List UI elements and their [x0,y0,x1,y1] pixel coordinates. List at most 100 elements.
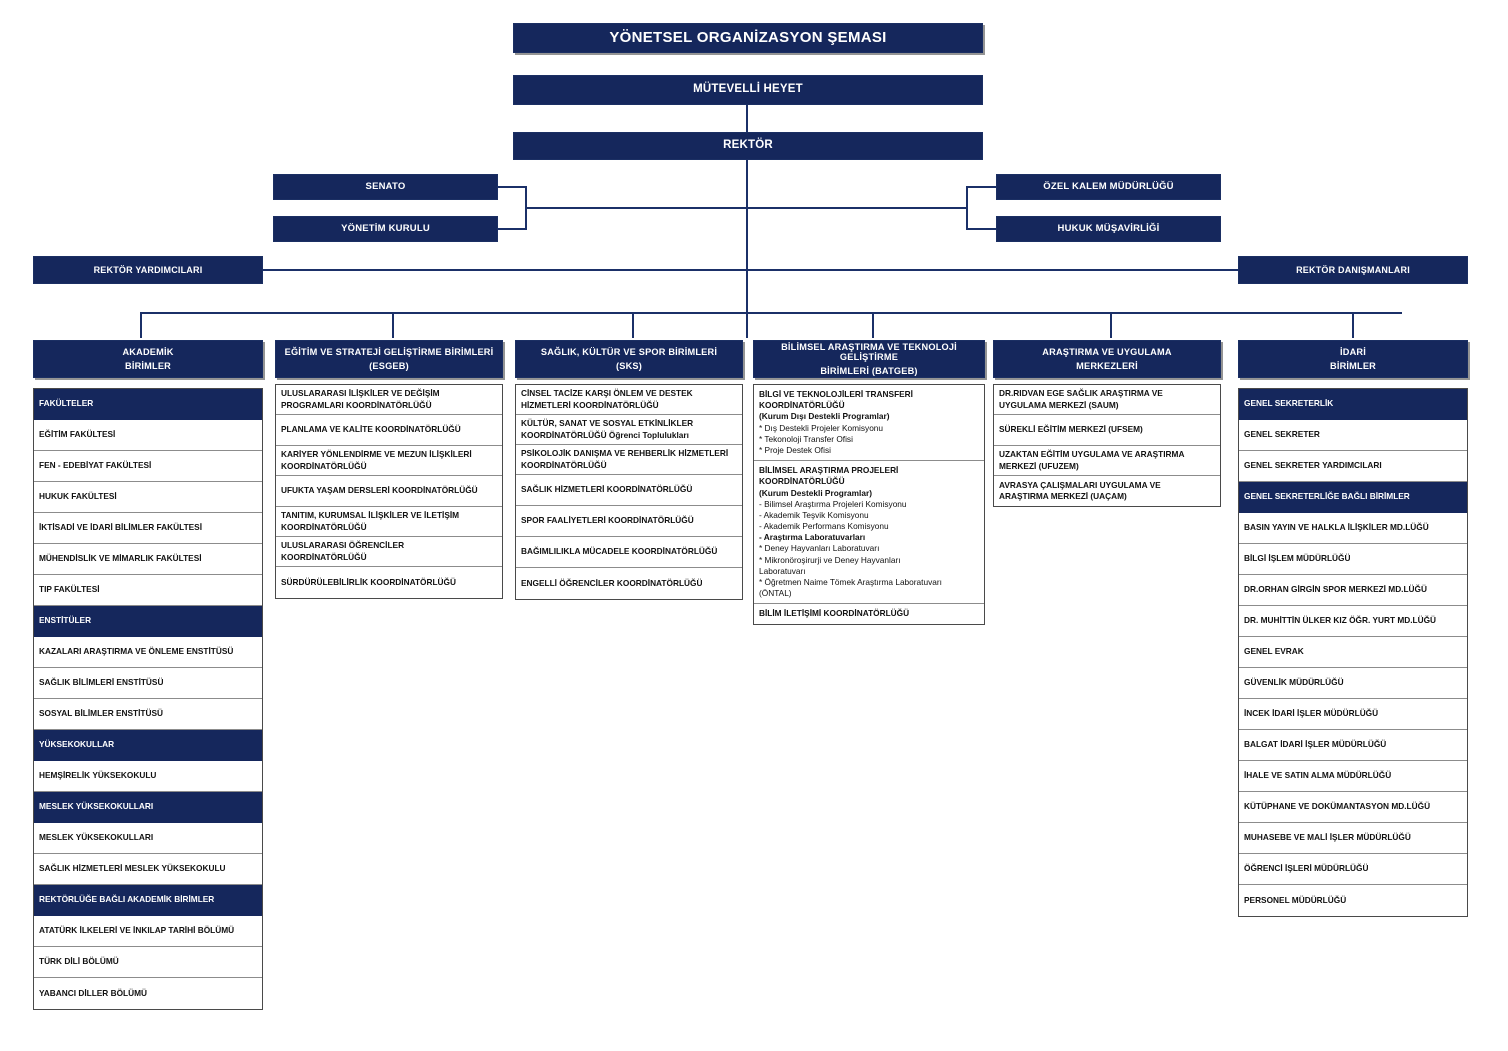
connector-bracket-right [966,186,996,230]
column-header-batgeb: BİLİMSEL ARAŞTIRMA VE TEKNOLOJİ GELİŞTİR… [753,340,985,378]
list-item[interactable]: TIP FAKÜLTESİ [34,575,262,606]
list-item[interactable]: GENEL EVRAK [1239,637,1467,668]
list-item[interactable]: SÜREKLİ EĞİTİM MERKEZİ (UFSEM) [994,415,1220,446]
list-section-header[interactable]: ENSTİTÜLER [34,606,262,637]
list-item-line: * Öğretmen Naime Tömek Araştırma Laborat… [759,577,942,587]
connector-right-to-spine [747,207,968,209]
list-item[interactable]: KÜTÜPHANE VE DOKÜMANTASYON MD.LÜĞÜ [1239,792,1467,823]
list-item[interactable]: DR. MUHİTTİN ÜLKER KIZ ÖĞR. YURT MD.LÜĞÜ [1239,606,1467,637]
list-item[interactable]: EĞİTİM FAKÜLTESİ [34,420,262,451]
list-item[interactable]: DR.ORHAN GİRGİN SPOR MERKEZİ MD.LÜĞÜ [1239,575,1467,606]
list-item[interactable]: ATATÜRK İLKELERİ VE İNKILAP TARİHİ BÖLÜM… [34,916,262,947]
list-item[interactable]: TÜRK DİLİ BÖLÜMÜ [34,947,262,978]
list-item[interactable]: MUHASEBE VE MALİ İŞLER MÜDÜRLÜĞÜ [1239,823,1467,854]
list-item[interactable]: SÜRDÜRÜLEBİLİRLİK KOORDİNATÖRLÜĞÜ [276,567,502,598]
list-item[interactable]: PERSONEL MÜDÜRLÜĞÜ [1239,885,1467,916]
list-item[interactable]: SAĞLIK BİLİMLERİ ENSTİTÜSÜ [34,668,262,699]
column-header-line2: BİRİMLER [1329,360,1376,371]
list-item[interactable]: BİLGİ İŞLEM MÜDÜRLÜĞÜ [1239,544,1467,575]
list-item[interactable]: BİLİM İLETİŞİMİ KOORDİNATÖRLÜĞÜ [754,604,984,624]
list-item-line: HİZMETLERİ KOORDİNATÖRLÜĞÜ [521,399,659,410]
list-item[interactable]: KAZALARI ARAŞTIRMA VE ÖNLEME ENSTİTÜSÜ [34,637,262,668]
list-item[interactable]: YABANCI DİLLER BÖLÜMÜ [34,978,262,1009]
list-item[interactable]: UFUKTA YAŞAM DERSLERİ KOORDİNATÖRLÜĞÜ [276,476,502,507]
column-header-sks: SAĞLIK, KÜLTÜR VE SPOR BİRİMLERİ (SKS) [515,340,743,378]
list-section-header[interactable]: MESLEK YÜKSEKOKULLARI [34,792,262,823]
list-item-line: KOORDİNATÖRLÜĞÜ [281,551,367,562]
list-item-line: KOORDİNATÖRLÜĞÜ [759,400,845,411]
list-item-line: PLANLAMA VE KALİTE KOORDİNATÖRLÜĞÜ [281,424,461,435]
list-item[interactable]: GENEL SEKRETER [1239,420,1467,451]
column-header-esgeb: EĞİTİM VE STRATEJİ GELİŞTİRME BİRİMLERİ … [275,340,503,378]
list-item-line: BİLİM İLETİŞİMİ KOORDİNATÖRLÜĞÜ [759,608,910,619]
list-item-line: BAĞIMLILIKLA MÜCADELE KOORDİNATÖRLÜĞÜ [521,546,718,557]
list-item-line: * Mikronöroşirurji ve Deney Hayvanları [759,554,901,565]
list-item[interactable]: İKTİSADİ VE İDARİ BİLİMLER FAKÜLTESİ [34,513,262,544]
list-item-line: ULUSLARARASI ÖĞRENCİLER [281,540,405,551]
list-section-header[interactable]: YÜKSEKOKULLAR [34,730,262,761]
list-item[interactable]: FEN - EDEBİYAT FAKÜLTESİ [34,451,262,482]
list-item[interactable]: PSİKOLOJİK DANIŞMA VE REHBERLİK HİZMETLE… [516,445,742,475]
list-item[interactable]: SAĞLIK HİZMETLERİ KOORDİNATÖRLÜĞÜ [516,475,742,506]
list-item[interactable]: MÜHENDİSLİK VE MİMARLIK FAKÜLTESİ [34,544,262,575]
list-item[interactable]: SAĞLIK HİZMETLERİ MESLEK YÜKSEKOKULU [34,854,262,885]
list-item[interactable]: BASIN YAYIN VE HALKLA İLİŞKİLER MD.LÜĞÜ [1239,513,1467,544]
connector-leg-col1 [140,312,142,338]
list-item-line: - Bilimsel Araştırma Projeleri Komisyonu [759,498,907,509]
connector-mutevelli-rektor [746,105,748,132]
list-item[interactable]: ÖĞRENCİ İŞLERİ MÜDÜRLÜĞÜ [1239,854,1467,885]
column-header-line1: İDARİ [1339,346,1366,357]
list-item[interactable]: PLANLAMA VE KALİTE KOORDİNATÖRLÜĞÜ [276,415,502,446]
connector-leg-col4 [872,312,874,338]
list-item[interactable]: HEMŞİRELİK YÜKSEKOKULU [34,761,262,792]
list-item-line: KOORDİNATÖRLÜĞÜ [521,459,607,470]
list-item-line: ENGELLİ ÖĞRENCİLER KOORDİNATÖRLÜĞÜ [521,577,703,588]
list-item[interactable]: İHALE VE SATIN ALMA MÜDÜRLÜĞÜ [1239,761,1467,792]
node-yonetim-kurulu: YÖNETİM KURULU [273,216,498,242]
connector-bracket-left [497,186,527,230]
list-item[interactable]: SOSYAL BİLİMLER ENSTİTÜSÜ [34,699,262,730]
list-item-line: DR.RIDVAN EGE SAĞLIK ARAŞTIRMA VE [999,388,1163,399]
connector-leg-col2 [392,312,394,338]
list-item[interactable]: ENGELLİ ÖĞRENCİLER KOORDİNATÖRLÜĞÜ [516,568,742,599]
column-header-line2: (SKS) [615,360,642,371]
connector-leg-col3 [632,312,634,338]
list-item[interactable]: SPOR FAALİYETLERİ KOORDİNATÖRLÜĞÜ [516,506,742,537]
list-item-line: PROGRAMLARI KOORDİNATÖRLÜĞÜ [281,399,432,410]
column-header-line1: SAĞLIK, KÜLTÜR VE SPOR BİRİMLERİ [540,346,718,357]
list-item-line: KOORDİNATÖRLÜĞÜ [281,460,367,471]
list-item[interactable]: İNCEK İDARİ İŞLER MÜDÜRLÜĞÜ [1239,699,1467,730]
list-section-header[interactable]: GENEL SEKRETERLİĞE BAĞLI BİRİMLER [1239,482,1467,513]
list-item[interactable]: BALGAT İDARİ İŞLER MÜDÜRLÜĞÜ [1239,730,1467,761]
connector-rektor-spine [746,160,748,338]
list-item[interactable]: MESLEK YÜKSEKOKULLARI [34,823,262,854]
list-item-line: KARİYER YÖNLENDİRME VE MEZUN İLİŞKİLERİ [281,449,472,460]
list-item[interactable]: BAĞIMLILIKLA MÜCADELE KOORDİNATÖRLÜĞÜ [516,537,742,568]
list-section-header[interactable]: REKTÖRLÜĞE BAĞLI AKADEMİK BİRİMLER [34,885,262,916]
list-item[interactable]: GÜVENLİK MÜDÜRLÜĞÜ [1239,668,1467,699]
column-header-idari-birimler: İDARİ BİRİMLER [1238,340,1468,378]
list-item[interactable]: HUKUK FAKÜLTESİ [34,482,262,513]
list-item-line: KOORDİNATÖRLÜĞÜ [759,476,845,487]
list-item-line: - Araştırma Laboratuvarları [759,532,866,543]
list-item-line: BİLGİ VE TEKNOLOJİLERİ TRANSFERİ [759,389,913,399]
list-item[interactable]: GENEL SEKRETER YARDIMCILARI [1239,451,1467,482]
list-item-line: MERKEZİ (UFUZEM) [999,460,1079,471]
list-section-header[interactable]: GENEL SEKRETERLİK [1239,389,1467,420]
node-hukuk-musavirligi: HUKUK MÜŞAVİRLİĞİ [996,216,1221,242]
list-section-header[interactable]: FAKÜLTELER [34,389,262,420]
list-item-line: ARAŞTIRMA MERKEZİ (UAÇAM) [999,491,1127,501]
